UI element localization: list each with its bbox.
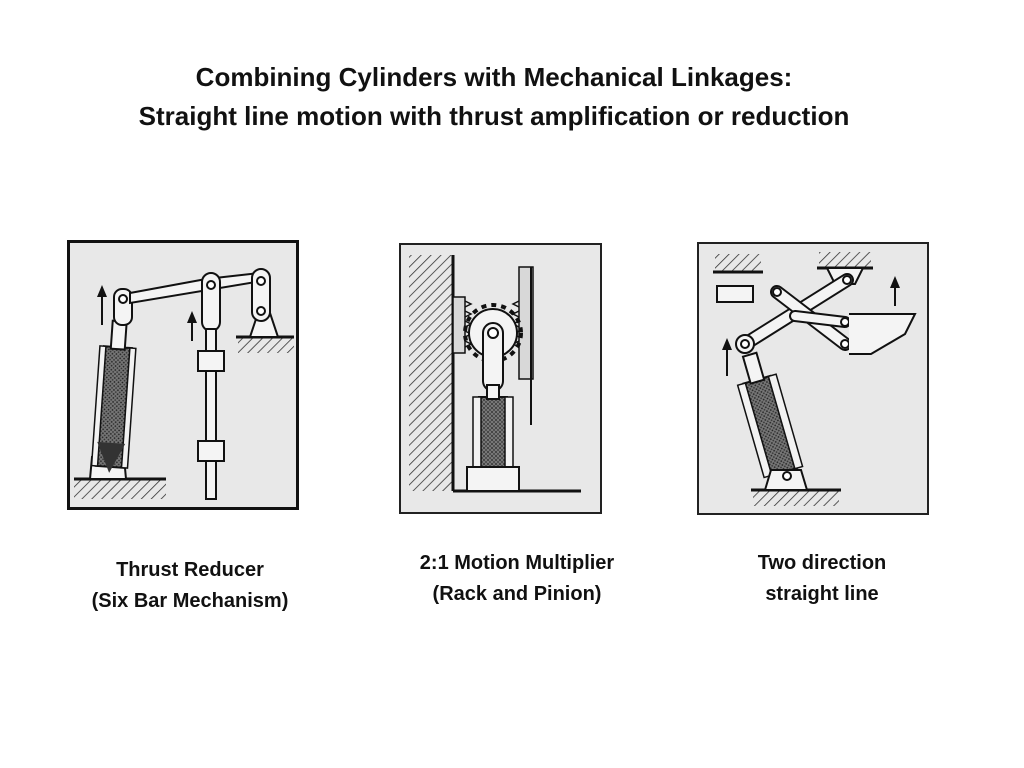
up-arrow-icon [722, 338, 732, 376]
cylinder-base [466, 466, 520, 492]
hydraulic-cylinder [90, 319, 137, 473]
caption-line-1: Thrust Reducer [116, 559, 264, 581]
hydraulic-cylinder [736, 351, 804, 479]
piston-rod-end [113, 288, 133, 326]
thrust-reducer-diagram [67, 240, 299, 510]
piston-rod-end [735, 334, 755, 354]
slide-title: Combining Cylinders with Mechanical Link… [0, 58, 988, 136]
fixed-rack [452, 296, 473, 354]
caption-line-2: straight line [765, 583, 879, 605]
up-arrow-icon [890, 276, 900, 306]
ground-bottom [751, 469, 841, 506]
title-line-1: Combining Cylinders with Mechanical Link… [195, 62, 793, 92]
two-direction-straight-line-diagram [697, 242, 929, 515]
right-rocker-link [251, 268, 271, 322]
straight-line-linkage-drawing [713, 252, 917, 506]
caption-line-1: 2:1 Motion Multiplier [419, 552, 615, 574]
rack-and-pinion-drawing [409, 255, 581, 493]
piston-rod-clevis [482, 322, 504, 392]
ground-base [74, 477, 166, 499]
title-line-2: Straight line motion with thrust amplifi… [138, 101, 850, 131]
caption-line-1: Two direction [757, 552, 887, 574]
caption-line-2: (Six Bar Mechanism) [91, 590, 289, 612]
caption-thrust-reducer: Thrust Reducer (Six Bar Mechanism) [60, 555, 320, 617]
top-link-bar [129, 271, 264, 305]
ground-top-left [713, 254, 763, 303]
motion-multiplier-diagram [399, 243, 602, 514]
output-rod-link [197, 272, 225, 500]
output-slide [849, 313, 917, 355]
six-bar-mechanism-drawing [74, 268, 294, 500]
up-arrow-icon [187, 311, 197, 341]
caption-motion-multiplier: 2:1 Motion Multiplier (Rack and Pinion) [390, 548, 644, 610]
up-arrow-icon [97, 285, 107, 325]
caption-line-2: (Rack and Pinion) [432, 583, 602, 605]
hydraulic-cylinder [472, 384, 514, 468]
fixed-wall [409, 255, 581, 493]
caption-two-direction: Two direction straight line [712, 548, 932, 610]
scissor-links [738, 273, 854, 351]
